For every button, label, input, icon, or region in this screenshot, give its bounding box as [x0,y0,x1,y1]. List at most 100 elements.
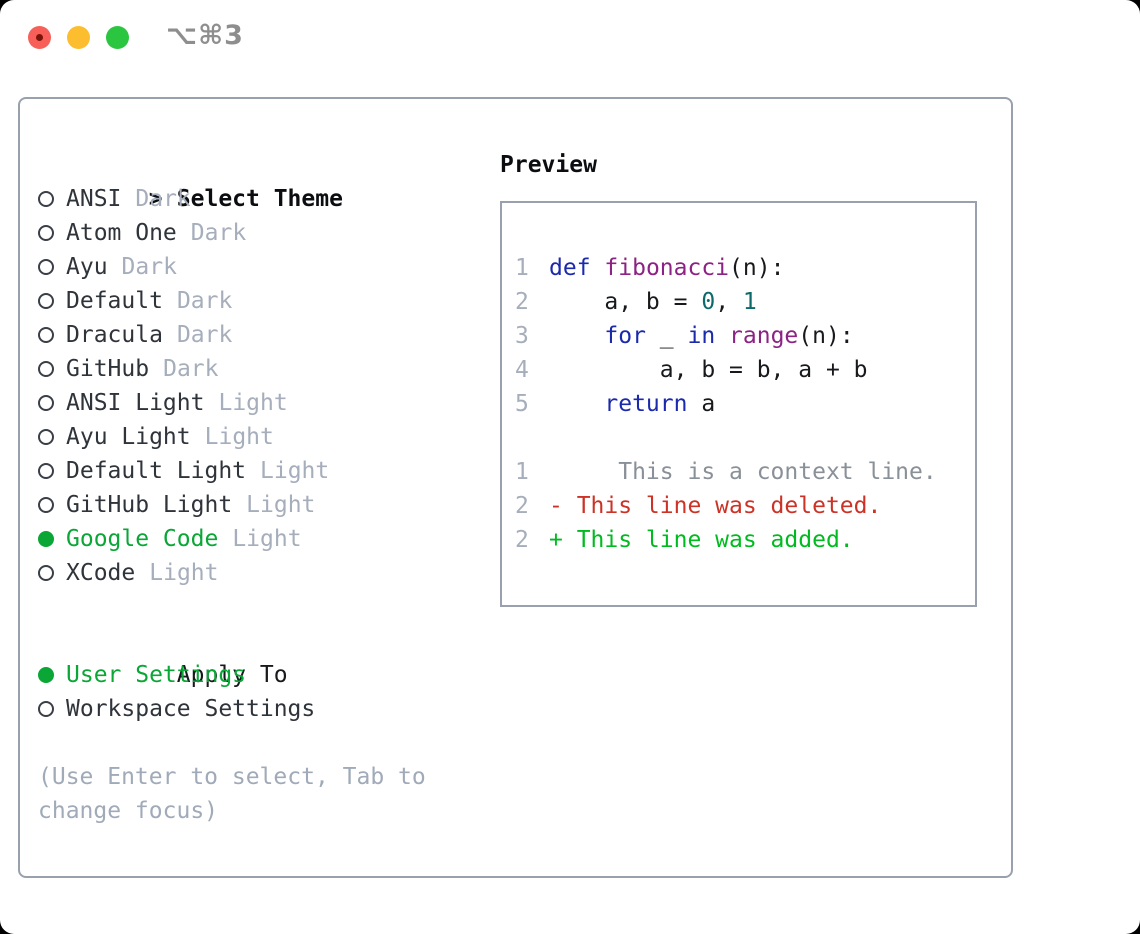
preview-title: Preview [500,152,597,178]
line-number: 5 [515,391,529,417]
titlebar: ⌥⌘3 [0,0,1140,74]
minimize-button[interactable] [67,26,90,49]
code-token: This is a context line. [549,459,937,485]
theme-name: ANSI Light [66,390,205,416]
code-line: 1 def fibonacci(n): [515,251,965,285]
radio-unselected-icon [38,386,66,420]
code-token: range [729,323,799,349]
diff-line: 2 - This line was deleted. [515,489,965,523]
radio-unselected-icon [38,454,66,488]
radio-unselected-icon [38,284,66,318]
theme-variant-badge: Light [149,560,219,586]
code-line: 2 a, b = 0, 1 [515,285,965,319]
theme-name: GitHub Light [66,492,233,518]
apply-to-header: Apply To [38,624,496,688]
line-number: 2 [515,527,529,553]
radio-unselected-icon [38,556,66,590]
radio-unselected-icon [38,318,66,352]
code-token: (n): [798,323,854,349]
code-token: _ [645,323,688,349]
theme-name: Google Code [66,526,219,552]
line-number: 1 [515,459,529,485]
diff-line: 2 + This line was added. [515,523,965,557]
code-line: 4 a, b = b, a + b [515,353,965,387]
code-line: 5 return a [515,387,965,421]
code-token: def [549,255,591,281]
theme-name: Dracula [66,322,163,348]
apply-to-option[interactable]: Workspace Settings [38,692,496,726]
close-button[interactable] [28,26,51,49]
code-token: (n): [729,255,785,281]
line-number: 3 [515,323,529,349]
theme-option[interactable]: Google Code Light [38,522,496,556]
prompt-icon: > [148,186,163,212]
spacer-row [38,590,496,624]
apply-to-option[interactable]: User Settings [38,658,496,692]
theme-name: Ayu Light [66,424,191,450]
spacer-row [38,726,496,760]
code-token: a [687,391,716,417]
select-theme-label: Select Theme [176,186,343,212]
theme-option[interactable]: XCode Light [38,556,496,590]
radio-unselected-icon [38,182,66,216]
theme-variant-badge: Dark [190,220,247,246]
theme-option[interactable]: ANSI Light Light [38,386,496,420]
code-token: - This line was deleted. [549,493,882,519]
code-token: fibonacci [604,255,730,281]
apply-to-option-label: User Settings [66,662,247,688]
theme-variant-badge: Light [232,526,302,552]
code-token [715,323,729,349]
radio-unselected-icon [38,692,66,726]
theme-option[interactable]: GitHub Dark [38,352,496,386]
code-line: 3 for _ in range(n): [515,319,965,353]
theme-name: GitHub [66,356,150,382]
blank-line [515,421,965,455]
theme-variant-badge: Dark [163,356,219,382]
radio-unselected-icon [38,250,66,284]
theme-name: Atom One [66,220,177,246]
theme-name: XCode [66,560,136,586]
help-text: (Use Enter to select, Tab to change focu… [38,764,426,824]
line-number: 2 [515,493,529,519]
code-token: return [604,391,688,417]
code-token: 1 [742,289,757,315]
theme-variant-badge: Dark [121,254,177,280]
radio-selected-icon [38,522,66,556]
theme-variant-badge: Dark [135,186,191,212]
line-number: 1 [515,255,529,281]
radio-unselected-icon [38,216,66,250]
radio-unselected-icon [38,488,66,522]
theme-option[interactable]: Atom One Dark [38,216,496,250]
code-token: a, b = [549,289,702,315]
window-title: ⌥⌘3 [166,20,244,51]
radio-selected-icon [38,658,66,692]
theme-variant-badge: Light [204,424,274,450]
zoom-button[interactable] [106,26,129,49]
code-token [591,255,605,281]
theme-variant-badge: Light [218,390,288,416]
code-token: , [715,289,743,315]
radio-unselected-icon [38,352,66,386]
code-token: 0 [701,289,716,315]
theme-name: Default Light [66,458,247,484]
radio-unselected-icon [38,420,66,454]
line-number: 2 [515,289,529,315]
code-token: for [604,323,646,349]
theme-option[interactable]: Default Light Light [38,454,496,488]
theme-option[interactable]: Ayu Light Light [38,420,496,454]
theme-variant-badge: Light [260,458,330,484]
code-token: + This line was added. [549,527,854,553]
theme-name: Default [66,288,163,314]
